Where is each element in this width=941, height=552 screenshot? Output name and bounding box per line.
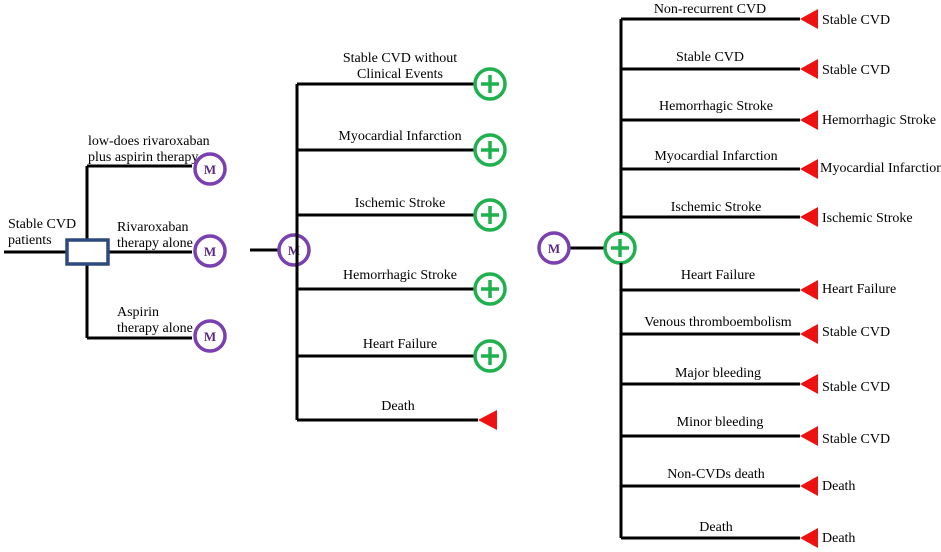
- transition-event-label: Heart Failure: [681, 268, 755, 283]
- markov-node-label: M: [548, 241, 560, 256]
- transition-outcome-label: Death: [822, 531, 855, 546]
- terminal-node: [800, 59, 818, 79]
- transition-event-label: Venous thromboembolism: [644, 315, 791, 330]
- transition-outcome-label: Heart Failure: [822, 282, 896, 297]
- terminal-node: [800, 9, 818, 29]
- transitions-section: M Non-recurrent CVD Stable CVD Stable CV…: [537, 2, 941, 548]
- chance-node: [473, 198, 507, 232]
- transition-row: Myocardial Infarction Myocardial Infarct…: [621, 149, 941, 179]
- terminal-node: [800, 324, 818, 344]
- transition-outcome-label: Ischemic Stroke: [822, 211, 913, 226]
- transition-event-label: Myocardial Infarction: [654, 149, 777, 164]
- state-label: Death: [381, 399, 414, 414]
- transition-row: Death Death: [621, 520, 855, 548]
- terminal-node: [800, 476, 818, 496]
- state-label: Heart Failure: [363, 337, 437, 352]
- transition-outcome-label: Stable CVD: [822, 432, 890, 447]
- terminal-node: [800, 159, 818, 179]
- root-label-line2: patients: [8, 233, 52, 248]
- decision-section: Stable CVD patients low-does rivaroxaban…: [4, 134, 227, 353]
- markov-node: M: [193, 319, 227, 353]
- state-label-line2: Clinical Events: [357, 67, 443, 82]
- transition-row: Major bleeding Stable CVD: [621, 366, 890, 395]
- strategy-3-label-line2: therapy alone: [117, 321, 193, 336]
- chance-node: [473, 272, 507, 306]
- transition-row: Heart Failure Heart Failure: [621, 268, 896, 300]
- markov-node: M: [193, 152, 227, 186]
- transition-event-label: Major bleeding: [675, 366, 761, 381]
- transition-event-label: Death: [699, 520, 732, 535]
- chance-node: [473, 339, 507, 373]
- transition-outcome-label: Myocardial Infarction: [820, 161, 941, 176]
- terminal-node: [478, 410, 497, 430]
- root-label-line1: Stable CVD: [8, 217, 76, 232]
- markov-node-label: M: [204, 329, 216, 344]
- transition-event-label: Stable CVD: [676, 50, 744, 65]
- transition-row: Non-recurrent CVD Stable CVD: [621, 2, 890, 29]
- terminal-node: [800, 280, 818, 300]
- terminal-node: [800, 207, 818, 227]
- markov-node-label: M: [204, 162, 216, 177]
- markov-node-label: M: [204, 244, 216, 259]
- transition-row: Minor bleeding Stable CVD: [621, 415, 890, 447]
- transition-outcome-label: Stable CVD: [822, 63, 890, 78]
- chance-node: [473, 133, 507, 167]
- terminal-node: [800, 374, 818, 394]
- transition-event-label: Hemorrhagic Stroke: [659, 99, 773, 114]
- chance-node: [473, 67, 507, 101]
- strategy-2-label-line2: therapy alone: [117, 236, 193, 251]
- transition-event-label: Non-recurrent CVD: [654, 2, 766, 17]
- strategy-1-label-line1: low-does rivaroxaban: [88, 134, 210, 149]
- markov-node: M: [277, 233, 311, 267]
- transition-event-label: Ischemic Stroke: [671, 200, 762, 215]
- transition-outcome-label: Death: [822, 479, 855, 494]
- state-label-line1: Stable CVD without: [343, 51, 457, 66]
- transition-event-label: Non-CVDs death: [667, 467, 765, 482]
- transition-row: Hemorrhagic Stroke Hemorrhagic Stroke: [621, 99, 936, 130]
- transition-outcome-label: Stable CVD: [822, 325, 890, 340]
- transition-outcome-label: Stable CVD: [822, 380, 890, 395]
- transition-event-label: Minor bleeding: [677, 415, 764, 430]
- strategy-2-label-line1: Rivaroxaban: [117, 220, 189, 235]
- markov-node: M: [193, 234, 227, 268]
- markov-states-section: M Stable CVD without Clinical Events Myo…: [250, 51, 507, 430]
- chance-node: [603, 231, 637, 265]
- transition-outcome-label: Stable CVD: [822, 13, 890, 28]
- state-label: Myocardial Infarction: [338, 129, 461, 144]
- terminal-node: [800, 110, 818, 130]
- state-label: Hemorrhagic Stroke: [343, 268, 457, 283]
- transition-row: Venous thromboembolism Stable CVD: [621, 315, 890, 344]
- terminal-node: [800, 528, 818, 548]
- transition-outcome-label: Hemorrhagic Stroke: [822, 113, 936, 128]
- decision-node: [65, 238, 110, 266]
- state-label: Ischemic Stroke: [355, 196, 446, 211]
- strategy-3-label-line1: Aspirin: [117, 305, 159, 320]
- terminal-node: [800, 426, 818, 446]
- strategy-1-label-line2: plus aspirin therapy: [88, 150, 198, 165]
- transition-row: Non-CVDs death Death: [621, 467, 855, 496]
- transition-row: Ischemic Stroke Ischemic Stroke: [621, 200, 913, 227]
- markov-node: M: [537, 231, 571, 265]
- transition-row: Stable CVD Stable CVD: [621, 50, 890, 79]
